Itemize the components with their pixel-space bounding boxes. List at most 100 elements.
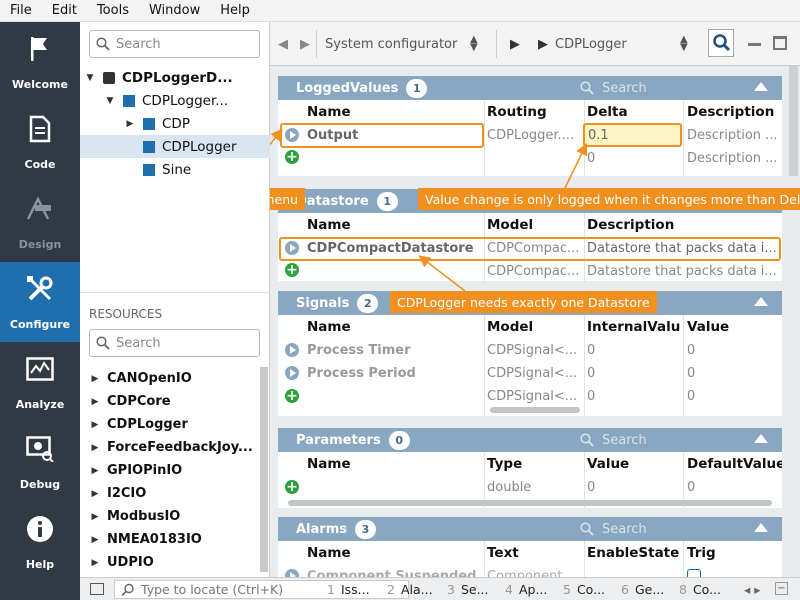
internalvalue-cell[interactable]: 0: [587, 362, 595, 384]
find-button[interactable]: [708, 29, 734, 57]
component-node-icon: [143, 164, 155, 176]
breadcrumb-separator-icon: ▶: [538, 22, 548, 66]
value-cell[interactable]: 0: [687, 385, 695, 407]
model-cell[interactable]: CDPSignal<...: [487, 339, 582, 361]
resource-item[interactable]: ▶GPIOPinIO: [90, 459, 182, 482]
value-cell[interactable]: 0: [687, 339, 695, 361]
tree-node-app[interactable]: ▼ CDPLogger...: [80, 89, 270, 112]
output-tab-6[interactable]: 6Ge...: [621, 578, 664, 600]
panel-search-input[interactable]: Search: [580, 521, 647, 537]
collapsed-arrow-icon: ▶: [90, 374, 100, 384]
tree-search-input[interactable]: Search: [89, 30, 260, 58]
alarm-name[interactable]: Component Suspended: [307, 565, 476, 577]
column-header-defaultvalue[interactable]: DefaultValue: [687, 453, 782, 475]
play-icon[interactable]: [285, 569, 299, 577]
breadcrumb-dropdown-icon[interactable]: ▲▼: [470, 22, 478, 66]
output-tab-4[interactable]: 4Ap...: [505, 578, 547, 600]
value-cell[interactable]: 0: [687, 362, 695, 384]
add-icon[interactable]: +: [285, 480, 299, 494]
internalvalue-cell[interactable]: 0: [587, 385, 595, 407]
resources-search-input[interactable]: Search: [89, 329, 260, 357]
play-icon[interactable]: [285, 343, 299, 357]
column-header-text[interactable]: Text: [487, 542, 519, 564]
horizontal-scrollbar[interactable]: [490, 407, 580, 413]
menu-help[interactable]: Help: [210, 3, 260, 18]
nav-analyze[interactable]: Analyze: [0, 342, 80, 422]
resource-item[interactable]: ▶NMEA0183IO: [90, 528, 202, 551]
nav-configure[interactable]: Configure: [0, 262, 80, 342]
internalvalue-cell[interactable]: 0: [587, 339, 595, 361]
resource-item[interactable]: ▶UDPIO: [90, 551, 154, 574]
toggle-sidebar-icon[interactable]: [90, 583, 104, 595]
resource-item[interactable]: ▶CDPCore: [90, 390, 171, 413]
nav-help[interactable]: Help: [0, 502, 80, 582]
column-header-type[interactable]: Type: [487, 453, 522, 475]
resource-item[interactable]: ▶CDPLogger: [90, 413, 188, 436]
value-cell[interactable]: 0: [587, 476, 595, 498]
column-header-name[interactable]: Name: [307, 542, 351, 564]
resource-item[interactable]: ▶ForceFeedbackJoy...: [90, 436, 253, 459]
tab-number: 8: [679, 582, 687, 597]
output-tab-alarms[interactable]: 2Ala...: [387, 578, 433, 600]
defaultvalue-cell[interactable]: 0: [687, 476, 695, 498]
resource-item[interactable]: ▶CANOpenIO: [90, 367, 192, 390]
tree-node-system[interactable]: ▼ CDPLoggerD...: [80, 66, 270, 89]
collapsed-arrow-icon: ▶: [90, 489, 100, 499]
forward-button[interactable]: ▶: [300, 22, 310, 66]
play-icon[interactable]: [285, 366, 299, 380]
parameters-header[interactable]: Parameters 0 Search: [278, 428, 782, 452]
nav-welcome[interactable]: Welcome: [0, 22, 80, 102]
tree-node-cdp[interactable]: ▶ CDP: [80, 112, 270, 135]
horizontal-scrollbar[interactable]: [288, 500, 772, 506]
resources-scrollbar[interactable]: [260, 367, 268, 572]
resource-item[interactable]: ▶ModbusIO: [90, 505, 180, 528]
breadcrumb-system[interactable]: System configurator: [325, 22, 457, 66]
column-header-enablestate[interactable]: EnableState: [587, 542, 679, 564]
collapse-icon[interactable]: [754, 434, 768, 443]
alarms-header[interactable]: Alarms 3 Search: [278, 517, 782, 541]
back-button[interactable]: ◀: [278, 22, 288, 66]
signal-name[interactable]: Process Timer: [307, 339, 411, 361]
column-header-value[interactable]: Value: [587, 453, 629, 475]
tree-node-label: CDP: [162, 116, 190, 132]
trig-checkbox[interactable]: [687, 569, 701, 577]
breadcrumb-forward-icon[interactable]: ▶: [510, 22, 520, 66]
signal-name[interactable]: Process Period: [307, 362, 416, 384]
column-header-trig[interactable]: Trig: [687, 542, 716, 564]
collapse-output-icon[interactable]: −: [775, 582, 788, 595]
output-tab-8[interactable]: 8Co...: [679, 578, 721, 600]
tree-node-label: CDPLoggerD...: [122, 70, 233, 86]
column-header-name[interactable]: Name: [307, 453, 351, 475]
nav-code[interactable]: Code: [0, 102, 80, 182]
model-cell[interactable]: CDPSignal<...: [487, 385, 582, 407]
resource-item[interactable]: ▶I2CIO: [90, 482, 146, 505]
tree-node-label: Sine: [162, 162, 191, 178]
tree-node-sine[interactable]: Sine: [80, 158, 270, 181]
output-tab-issues[interactable]: 1Iss...: [327, 578, 370, 600]
breadcrumb-dropdown-icon[interactable]: ▲▼: [680, 22, 688, 66]
menu-tools[interactable]: Tools: [87, 3, 139, 18]
tree-node-cdplogger[interactable]: CDPLogger: [80, 135, 270, 158]
project-tree-panel: Search ▼ CDPLoggerD... ▼ CDPLogger... ▶ …: [80, 22, 270, 577]
menu-file[interactable]: File: [0, 3, 42, 18]
nav-design[interactable]: Design: [0, 182, 80, 262]
output-tab-5[interactable]: 5Co...: [563, 578, 605, 600]
collapse-icon[interactable]: [754, 523, 768, 532]
menu-window[interactable]: Window: [139, 3, 210, 18]
tab-scroll-arrows[interactable]: ◂ ▸: [744, 578, 761, 600]
text-cell[interactable]: Component...: [487, 565, 575, 577]
model-cell[interactable]: CDPSignal<...: [487, 362, 582, 384]
divider: [316, 30, 317, 58]
nav-welcome-label: Welcome: [12, 78, 68, 91]
menu-edit[interactable]: Edit: [42, 3, 87, 18]
nav-debug[interactable]: Debug: [0, 422, 80, 502]
count-badge: 0: [389, 431, 410, 450]
add-icon[interactable]: +: [285, 389, 299, 403]
minimize-icon[interactable]: [748, 43, 761, 46]
panel-search-input[interactable]: Search: [580, 432, 647, 448]
maximize-icon[interactable]: [773, 36, 787, 50]
panel-search-placeholder: Search: [602, 433, 647, 448]
output-tab-3[interactable]: 3Se...: [447, 578, 489, 600]
type-cell[interactable]: double: [487, 476, 531, 498]
breadcrumb-cdplogger[interactable]: CDPLogger: [555, 22, 627, 66]
